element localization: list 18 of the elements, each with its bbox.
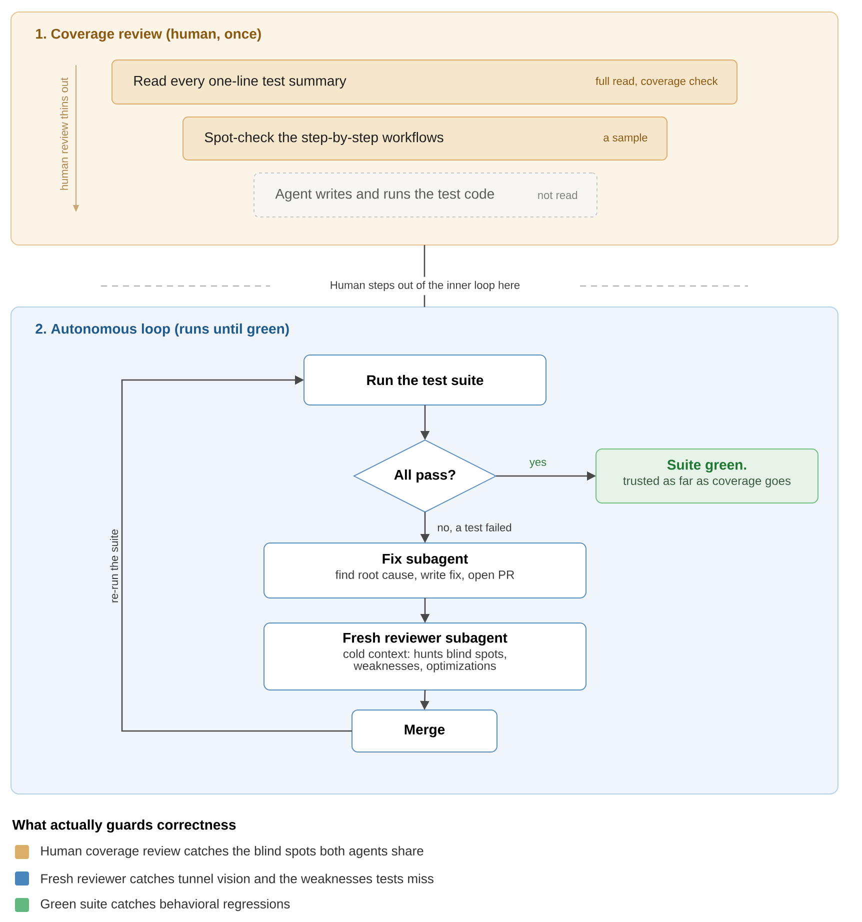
dashed-box: Agent writes and runs the test code not read <box>254 172 598 218</box>
direction-label: human review thins out <box>60 78 68 190</box>
edge-label: Human steps out of the inner loop here <box>326 276 524 296</box>
legend-text: Green suite catches behavioral regressions <box>40 898 290 912</box>
result-box: Suite green. trusted as far as coverage goes <box>596 448 818 504</box>
review-box: Read every one-line test summary full read, coverage check <box>112 60 738 104</box>
process-box: Merge <box>352 710 498 752</box>
process-box: Fresh reviewer subagent cold context: hunts blind spots, weaknesses, optimizations <box>264 622 586 690</box>
legend-text: Human coverage review catches the blind spots both agents share <box>41 846 424 858</box>
legend-text: Fresh reviewer catches tunnel vision and the weaknesses tests miss <box>41 874 434 884</box>
review-box: Spot-check the step-by-step workflows a sample <box>182 116 668 160</box>
arrow <box>121 375 352 732</box>
process-box: Run the test suite <box>304 354 546 406</box>
process-box: Fix subagent find root cause, write fix, open PR <box>264 542 586 598</box>
edge-label: no, a test failed <box>438 523 512 533</box>
legend-heading: What actually guards correctness <box>12 819 236 833</box>
edge-label: re-run the suite <box>110 530 118 602</box>
edge-label: yes <box>529 460 546 468</box>
